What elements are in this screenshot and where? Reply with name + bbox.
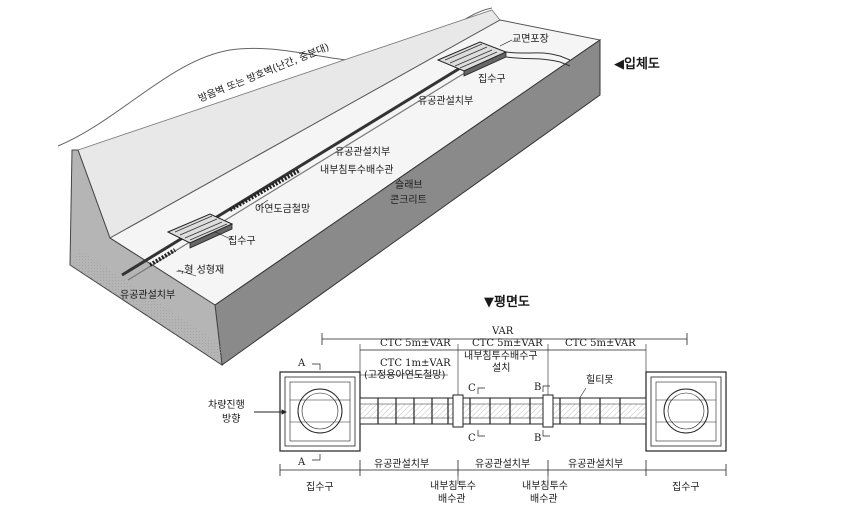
section-c-bottom: C — [468, 433, 476, 444]
label-inlet-bottom: 집수구 — [228, 235, 256, 247]
direction-label-2: 방향 — [222, 413, 240, 425]
section-b-top: B — [534, 382, 541, 393]
label-slab: 슬래브 — [395, 179, 423, 191]
label-conduit-bottom: 유공관설치부 — [120, 289, 175, 301]
label-galvanized-mesh: 아연도금철망 — [255, 203, 310, 215]
label-conduit-mid: 유공관설치부 — [335, 146, 390, 158]
dim-ctc-1m: CTC 1m±VAR — [380, 358, 451, 369]
dim-drain-install-2: 설치 — [492, 362, 510, 374]
section-c-top: C — [468, 383, 476, 394]
dim-drain-install: 내부침투수배수구 — [464, 350, 538, 362]
bottom-drain-1b: 배수관 — [438, 493, 466, 505]
bottom-conduit-3: 유공관설치부 — [568, 458, 623, 470]
dim-ctc-right: CTC 5m±VAR — [565, 338, 636, 349]
section-markers — [312, 363, 550, 461]
isometric-view: 교면포장 집수구 방음벽 또는 방호벽(난간, 중분대) 유공관설치부 유공관설… — [57, 7, 660, 367]
bottom-inlet-right: 집수구 — [672, 481, 700, 493]
dim-anchor-bolt: 힐티못 — [586, 373, 614, 386]
label-internal-drain: 내부침투수배수관 — [320, 164, 394, 176]
direction-label: 차량진행 — [208, 399, 245, 411]
label-bridge-pavement: 교면포장 — [512, 33, 549, 45]
plan-view: ▼평면도 VAR CTC 5m±VAR CTC 5m±VAR CTC 5m±VA… — [208, 294, 727, 505]
bottom-conduit-1: 유공관설치부 — [374, 458, 429, 470]
drain-mesh-2 — [148, 248, 177, 267]
dim-ctc-1m-note: (고정용아연도철망) — [364, 369, 446, 381]
drain-mesh — [229, 168, 301, 212]
section-a-bottom: A — [297, 457, 306, 468]
pavement-outlet-2 — [505, 56, 571, 67]
label-concrete: 콘크리트 — [390, 194, 427, 206]
plan-title: ▼평면도 — [484, 294, 530, 310]
dim-ctc-left: CTC 5m±VAR — [380, 338, 451, 349]
label-conduit-top: 유공관설치부 — [418, 95, 473, 107]
section-b-bottom: B — [534, 433, 541, 444]
bottom-conduit-2: 유공관설치부 — [475, 458, 530, 470]
drain-pipe — [127, 65, 477, 281]
label-shape-member: ᆨ형 성형재 — [175, 264, 224, 276]
section-a-top: A — [297, 358, 306, 369]
slab-left-shade — [70, 250, 222, 365]
plan-inlet-right — [645, 371, 727, 452]
bottom-drain-2b: 배수관 — [530, 493, 558, 505]
drain-channel — [121, 60, 471, 277]
label-inlet-top: 집수구 — [478, 73, 506, 85]
dim-ctc-mid: CTC 5m±VAR — [472, 338, 543, 349]
dim-var: VAR — [491, 326, 514, 337]
bottom-drain-2: 내부침투수 — [522, 480, 568, 492]
inlet-box-bottom — [166, 213, 234, 249]
pavement-outlet — [505, 51, 571, 61]
plan-inlet-left — [279, 371, 361, 452]
bottom-inlet-left: 집수구 — [306, 481, 334, 493]
plan-conduit-strip — [359, 394, 647, 428]
bottom-drain-1: 내부침투수 — [430, 480, 476, 492]
iso-title: ◀입체도 — [614, 57, 660, 72]
